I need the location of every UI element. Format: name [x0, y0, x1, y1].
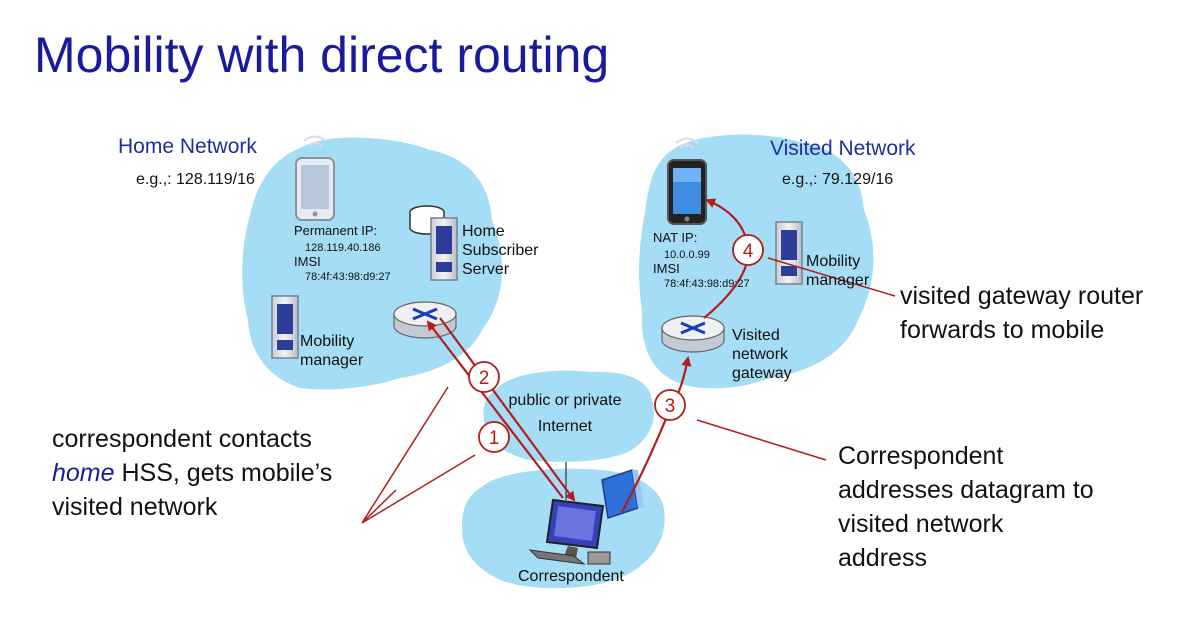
step-circle-4: 4: [732, 234, 764, 266]
visited-nat-ip-label: NAT IP:: [653, 230, 698, 245]
home-mobility-manager-server-icon: [271, 295, 299, 359]
right-top-annotation-pointer: [767, 257, 896, 297]
home-permanent-ip-value: 128.119.40.186: [305, 242, 381, 254]
left-annotation: correspondent contacts home HSS, gets mo…: [52, 425, 333, 521]
home-permanent-ip-label: Permanent IP:: [294, 223, 378, 238]
svg-text:2: 2: [479, 368, 490, 389]
right-top-annotation: visited gateway router forwards to mobil…: [900, 282, 1144, 344]
nat-firewall-icon: [601, 469, 644, 519]
visited-gateway-router-icon: [661, 315, 725, 353]
visited-network-example: e.g.,: 79.129/16: [782, 171, 894, 188]
svg-text:1: 1: [489, 428, 500, 449]
correspondent-label: Correspondent: [518, 568, 624, 585]
hss-server-icon: [430, 217, 458, 281]
home-mobile-phone-icon: [295, 135, 335, 221]
svg-text:3: 3: [665, 396, 676, 417]
home-network-example: e.g.,: 128.119/16: [136, 171, 255, 188]
arrow-step-1: [426, 320, 564, 499]
arrow-step-2: [439, 317, 576, 502]
step-circle-3: 3: [654, 389, 686, 421]
home-imsi-label: IMSI: [294, 254, 321, 269]
visited-nat-ip-value: 10.0.0.99: [664, 249, 710, 261]
visited-mobile-phone-icon: [667, 137, 707, 225]
home-router-icon: [393, 301, 457, 339]
right-bottom-annotation: Correspondent addresses datagram to visi…: [838, 442, 1094, 572]
internet-cloud: [483, 370, 654, 462]
visited-mobility-manager-server-icon: [775, 221, 803, 285]
right-bottom-annotation-pointer: [696, 419, 827, 461]
visited-network-label: Visited Network: [770, 137, 916, 160]
home-imsi-value: 78:4f:43:98:d9:27: [305, 271, 391, 283]
left-annotation-pointer: [361, 386, 476, 524]
step-circle-1: 1: [478, 421, 510, 453]
correspondent-computer-icon: [528, 462, 611, 565]
home-network-label: Home Network: [118, 135, 257, 158]
visited-imsi-value: 78:4f:43:98:d9:27: [664, 278, 750, 290]
svg-text:4: 4: [743, 241, 754, 262]
visited-imsi-label: IMSI: [653, 261, 680, 276]
page-title: Mobility with direct routing: [34, 27, 610, 83]
step-circle-2: 2: [468, 361, 500, 393]
